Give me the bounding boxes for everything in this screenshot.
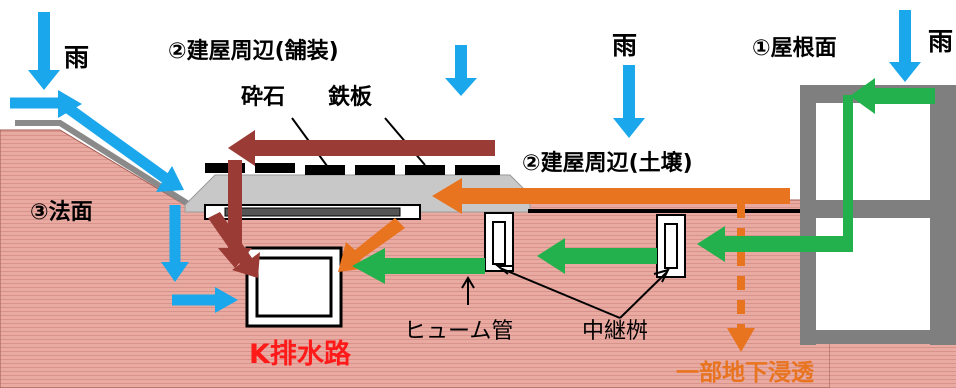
roof-flow-arrows (352, 78, 935, 284)
relay-basin-right (656, 214, 686, 278)
runoff-slope-arrows (10, 97, 220, 306)
rain-label-center: 雨 (612, 31, 637, 60)
slope-label: ③法面 (30, 200, 93, 225)
rain-label-right: 雨 (928, 27, 953, 56)
slope-surface-line (15, 120, 192, 208)
crushed-stone-label: 砕石 (241, 85, 285, 110)
hume-pipe-label: ヒューム管 (404, 319, 513, 344)
runoff-arrowheads (58, 90, 238, 313)
building (800, 85, 956, 345)
leader-lines (291, 117, 670, 319)
relay-basin-left (484, 212, 514, 272)
soil-perimeter-label: ②建屋周辺(土壌) (522, 150, 693, 176)
paved-flow-arrows (208, 130, 495, 278)
rain-arrows (28, 10, 921, 138)
steel-plates (205, 163, 500, 175)
steel-plate-label: 鉄板 (328, 84, 373, 110)
soil-flow-arrows (338, 178, 790, 352)
drain-grate (204, 204, 421, 220)
partial-infiltration-label: 一部地下浸透 (676, 359, 815, 386)
k-drainage-label: K排水路 (249, 338, 352, 370)
k-drainage-box (245, 246, 343, 328)
paved-perimeter-label: ②建屋周辺(舗装) (168, 38, 339, 64)
relay-basin-label: 中継桝 (582, 319, 648, 344)
roof-surface-label: ①屋根面 (752, 36, 837, 61)
rain-label-left: 雨 (64, 43, 89, 72)
